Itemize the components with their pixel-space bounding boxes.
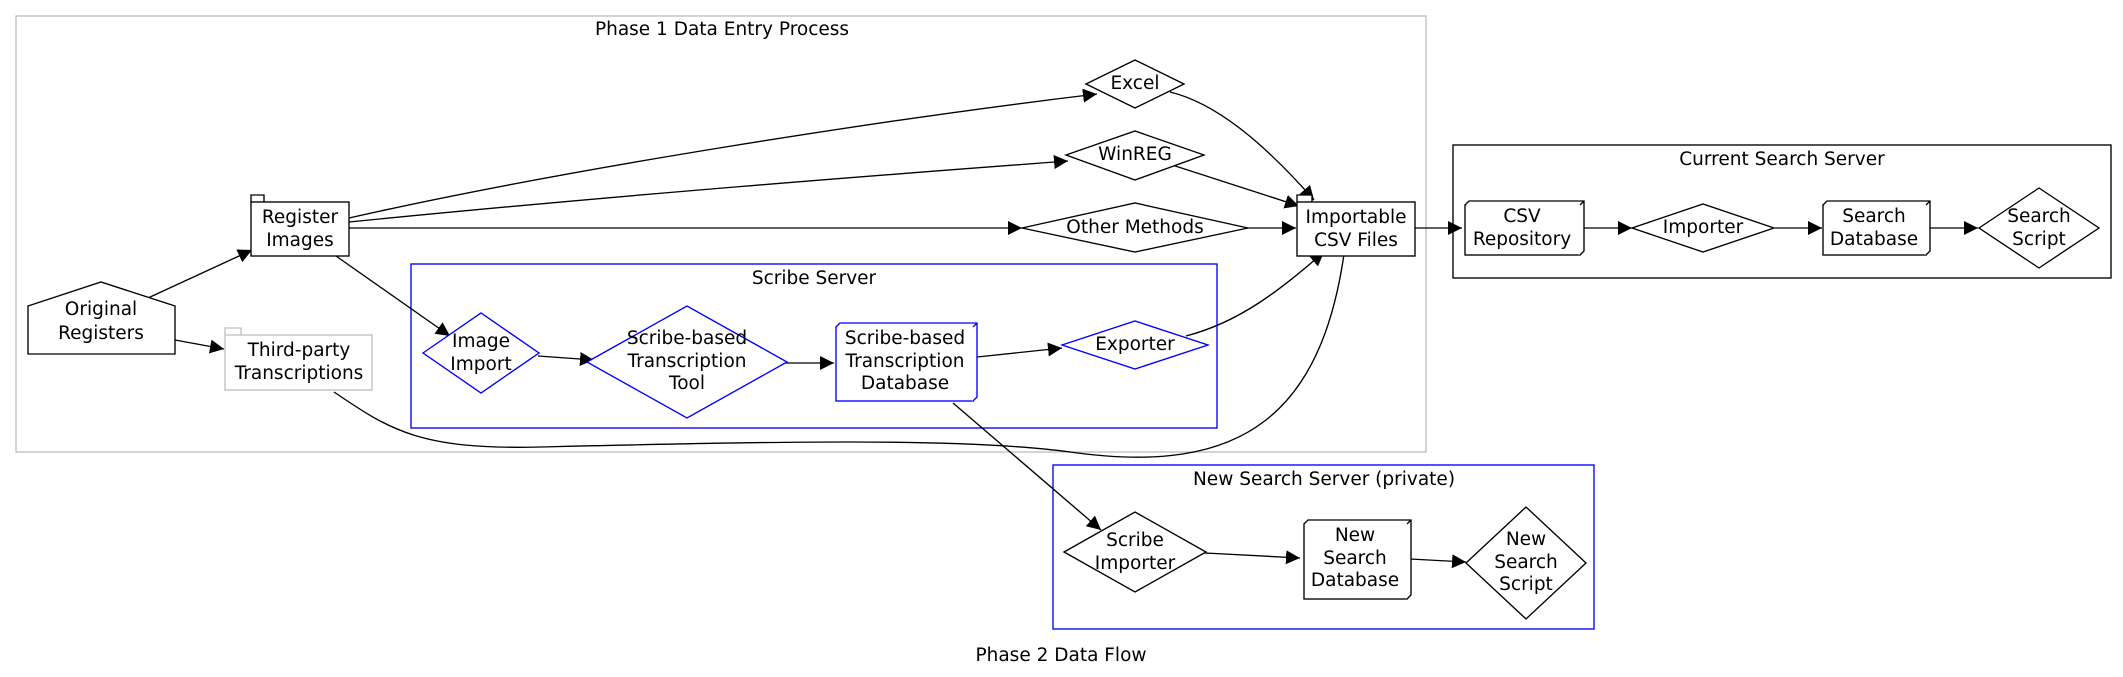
- cluster-scribe-server: Scribe Server: [410, 263, 1218, 429]
- node-original-registers-line2: Registers: [58, 323, 144, 344]
- node-importable-csv-files-line2: CSV Files: [1314, 230, 1398, 251]
- node-csv-repository-line2: Repository: [1473, 229, 1571, 250]
- node-third-party-transcriptions-line1: Third-party: [247, 340, 351, 361]
- cluster-scribe-server-label: Scribe Server: [752, 268, 877, 289]
- node-search-script-line1: Search: [2007, 206, 2071, 227]
- edge-register-images-to-image-import: [335, 255, 451, 337]
- node-search-database-line1: Search: [1842, 206, 1906, 227]
- node-excel[interactable]: Excel: [1084, 59, 1186, 109]
- edge-third-party-to-csv: [333, 219, 1354, 458]
- node-register-images[interactable]: Register Images: [250, 194, 350, 257]
- node-new-search-database[interactable]: New Search Database: [1303, 519, 1412, 600]
- node-winreg[interactable]: WinREG: [1063, 130, 1207, 181]
- node-new-search-database-line1: New: [1335, 525, 1375, 546]
- edge-register-images-to-excel: [348, 88, 1098, 219]
- diagram-title: Phase 2 Data Flow: [975, 645, 1146, 666]
- cluster-current-search-server: Current Search Server: [1452, 144, 2112, 279]
- node-image-import[interactable]: Image Import: [421, 312, 541, 394]
- cluster-current-search-server-label: Current Search Server: [1679, 149, 1885, 170]
- node-importable-csv-files-line1: Importable: [1305, 207, 1406, 228]
- node-new-search-database-line2: Search: [1323, 548, 1387, 569]
- cluster-phase1-label: Phase 1 Data Entry Process: [595, 19, 849, 40]
- node-new-search-script-line3: Script: [1499, 574, 1553, 595]
- node-transcription-database-line1: Scribe-based: [845, 328, 965, 349]
- edge-transcription-db-to-scribe-importer: [952, 402, 1102, 531]
- edge-winreg-to-csv: [1165, 162, 1300, 209]
- node-register-images-line2: Images: [266, 230, 334, 251]
- node-image-import-line1: Image: [452, 331, 510, 352]
- node-new-search-script-line1: New: [1506, 529, 1546, 550]
- edge-new-search-database-to-new-search-script: [1409, 554, 1467, 569]
- edge-exporter-to-csv: [1185, 251, 1325, 337]
- edge-excel-to-csv: [1169, 91, 1315, 201]
- node-other-methods-label: Other Methods: [1066, 217, 1203, 238]
- node-winreg-label: WinREG: [1098, 144, 1172, 165]
- node-search-script[interactable]: Search Script: [1977, 187, 2101, 269]
- node-search-script-line2: Script: [2012, 229, 2066, 250]
- node-new-search-database-line3: Database: [1311, 570, 1399, 591]
- node-importer[interactable]: Importer: [1629, 203, 1777, 253]
- edge-transcription-db-to-exporter: [976, 342, 1063, 358]
- node-image-import-line2: Import: [450, 354, 511, 375]
- edge-original-to-register-images: [147, 249, 253, 299]
- node-csv-repository-line1: CSV: [1503, 206, 1541, 227]
- node-excel-label: Excel: [1110, 73, 1159, 94]
- node-third-party-transcriptions-line2: Transcriptions: [234, 363, 364, 384]
- node-transcription-database-line3: Database: [861, 373, 949, 394]
- node-register-images-line1: Register: [262, 207, 339, 228]
- edge-register-images-to-winreg: [348, 155, 1069, 223]
- node-new-search-script[interactable]: New Search Script: [1465, 506, 1587, 620]
- node-transcription-database-line2: Transcription: [845, 351, 965, 372]
- node-original-registers[interactable]: Original Registers: [27, 281, 176, 355]
- edges: [147, 88, 1978, 569]
- node-transcription-tool-line2: Transcription: [627, 351, 747, 372]
- node-transcription-tool[interactable]: Scribe-based Transcription Tool: [585, 305, 789, 419]
- node-other-methods[interactable]: Other Methods: [1021, 202, 1249, 253]
- node-search-database[interactable]: Search Database: [1822, 200, 1931, 256]
- node-original-registers-line1: Original: [65, 299, 137, 320]
- cluster-new-search-server: New Search Server (private): [1052, 464, 1595, 630]
- node-scribe-importer-line1: Scribe: [1106, 530, 1164, 551]
- node-exporter[interactable]: Exporter: [1059, 320, 1211, 370]
- cluster-phase1: Phase 1 Data Entry Process: [15, 15, 1427, 453]
- node-new-search-script-line2: Search: [1494, 552, 1558, 573]
- node-importable-csv-files[interactable]: Importable CSV Files: [1296, 194, 1416, 257]
- node-scribe-importer[interactable]: Scribe Importer: [1062, 511, 1208, 593]
- node-transcription-tool-line3: Tool: [668, 373, 705, 394]
- node-csv-repository[interactable]: CSV Repository: [1464, 200, 1585, 256]
- node-transcription-tool-line1: Scribe-based: [627, 328, 747, 349]
- edge-image-import-to-transcription-tool: [537, 352, 595, 366]
- node-exporter-label: Exporter: [1095, 334, 1175, 355]
- node-scribe-importer-line2: Importer: [1095, 553, 1176, 574]
- node-transcription-database[interactable]: Scribe-based Transcription Database: [835, 322, 978, 402]
- node-search-database-line2: Database: [1830, 229, 1918, 250]
- node-third-party-transcriptions[interactable]: Third-party Transcriptions: [224, 327, 373, 391]
- edge-scribe-importer-to-new-search-database: [1204, 550, 1301, 565]
- node-importer-label: Importer: [1663, 217, 1744, 238]
- cluster-new-search-server-label: New Search Server (private): [1193, 469, 1455, 490]
- edge-original-to-third-party: [174, 339, 225, 354]
